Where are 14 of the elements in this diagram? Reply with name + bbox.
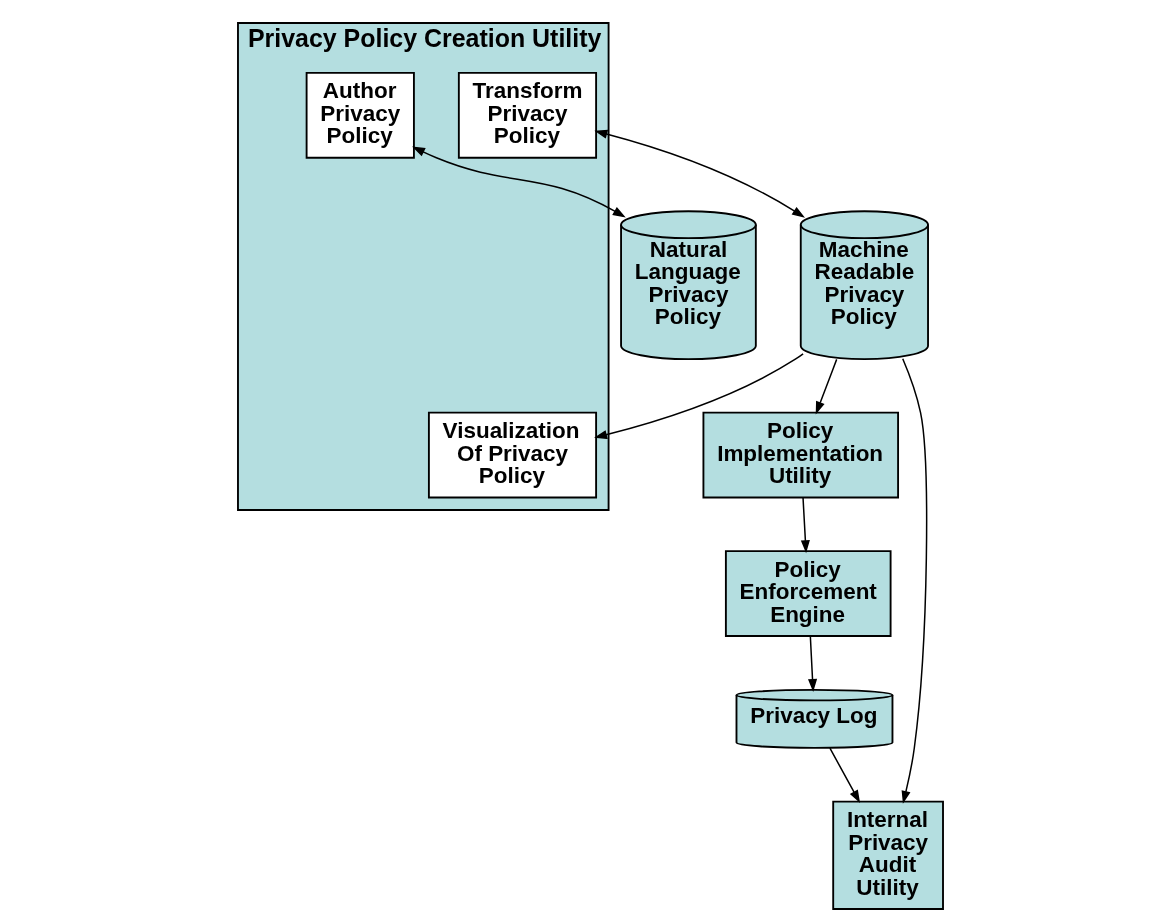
arrow (593, 353, 804, 440)
node-box: Internal Privacy Audit Utility (831, 800, 944, 910)
node-box: Author Privacy Policy (305, 72, 415, 159)
arrow (828, 747, 860, 804)
arrow (901, 358, 927, 804)
arrow (807, 635, 817, 693)
arrow (411, 146, 626, 218)
arrow (800, 497, 810, 554)
node-box: Policy Enforcement Engine (724, 550, 892, 637)
node-box: Visualization Of Privacy Policy (427, 411, 597, 499)
node-box: Transform Privacy Policy (457, 72, 597, 159)
arrow (593, 129, 805, 218)
node-box: Policy Implementation Utility (702, 411, 899, 499)
arrow (815, 358, 837, 415)
